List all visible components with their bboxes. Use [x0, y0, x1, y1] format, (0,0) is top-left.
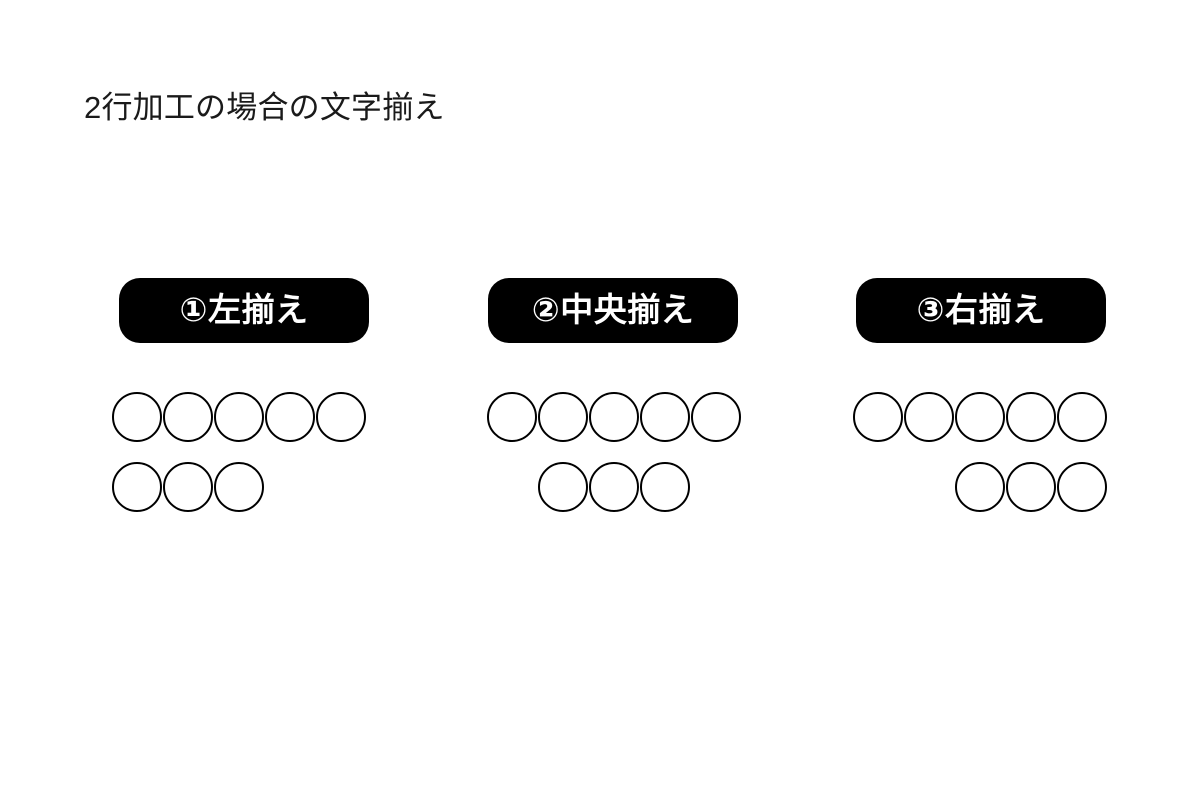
circle: [1057, 392, 1107, 442]
circle: [538, 462, 588, 512]
circle: [853, 392, 903, 442]
alignment-example-left: ①左揃え: [112, 278, 369, 512]
circle: [487, 392, 537, 442]
circle: [955, 392, 1005, 442]
circle: [265, 392, 315, 442]
badge-center-align[interactable]: ②中央揃え: [488, 278, 738, 343]
circle: [691, 392, 741, 442]
circle-row-2: [112, 462, 368, 512]
badge-left-align[interactable]: ①左揃え: [119, 278, 369, 343]
circle-grid-center: [486, 392, 742, 512]
circle: [316, 392, 366, 442]
circle-grid-left: [112, 392, 368, 512]
circle-row-2: [486, 462, 742, 512]
page-title: 2行加工の場合の文字揃え: [84, 90, 445, 125]
badge-right-align[interactable]: ③右揃え: [856, 278, 1106, 343]
circle-row-1: [112, 392, 368, 442]
circle: [589, 462, 639, 512]
circle: [1057, 462, 1107, 512]
badge-left-align-label: ①左揃え: [179, 291, 309, 328]
circle: [640, 462, 690, 512]
circle: [1006, 392, 1056, 442]
circle-row-1: [486, 392, 742, 442]
circle: [640, 392, 690, 442]
circle-row-1: [851, 392, 1107, 442]
circle-grid-right: [851, 392, 1107, 512]
circle: [214, 392, 264, 442]
circle: [163, 392, 213, 442]
circle: [112, 392, 162, 442]
circle: [955, 462, 1005, 512]
circle: [538, 392, 588, 442]
circle: [214, 462, 264, 512]
circle: [1006, 462, 1056, 512]
circle: [589, 392, 639, 442]
circle: [163, 462, 213, 512]
alignment-example-center: ②中央揃え: [487, 278, 741, 512]
badge-center-align-label: ②中央揃え: [531, 291, 695, 328]
circle: [904, 392, 954, 442]
circle: [112, 462, 162, 512]
circle-row-2: [851, 462, 1107, 512]
alignment-example-right: ③右揃え: [853, 278, 1107, 512]
badge-right-align-label: ③右揃え: [916, 291, 1046, 328]
